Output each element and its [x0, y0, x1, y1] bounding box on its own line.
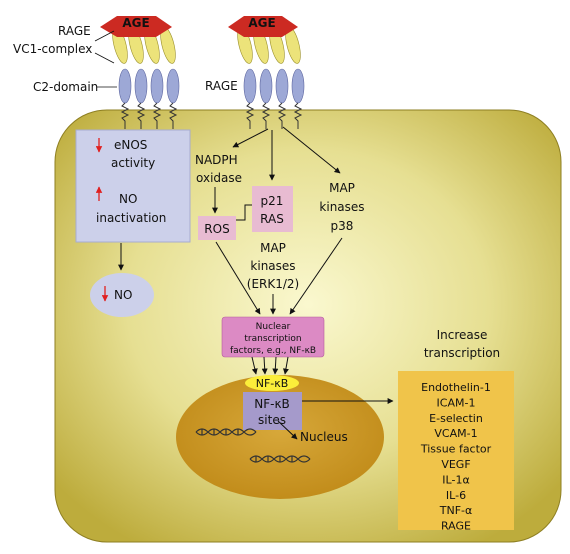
increase-line2: transcription [424, 346, 500, 360]
nfkb-sites-line1: NF-κB [254, 397, 290, 411]
gene-item: RAGE [441, 520, 471, 533]
nfkb-sites-line2: sites [258, 413, 286, 427]
nfkb-label: NF-κB [256, 377, 289, 390]
map-erk-line3: (ERK1/2) [247, 277, 299, 291]
ntf-line2: transcription [244, 334, 301, 344]
enos-line4: inactivation [96, 211, 166, 225]
c2-domain-label: C2-domain [33, 80, 98, 94]
ntf-arrows [251, 356, 289, 375]
c2-domains-right [243, 68, 305, 104]
increase-line1: Increase [437, 328, 488, 342]
nucleus [176, 375, 384, 499]
nuclear-transcription-factors-box: Nuclear transcription factors, e.g., NF-… [221, 316, 325, 358]
enos-line2: activity [111, 156, 155, 170]
age-label-left: AGE [122, 16, 149, 30]
gene-list: Endothelin-1ICAM-1E-selectinVCAM-1Tissue… [420, 381, 492, 533]
nfkb-sites-box: NF-κB sites [243, 392, 302, 430]
c2-domains-left [118, 68, 180, 104]
map-p38-line2: kinases [319, 200, 364, 214]
gene-item: VCAM-1 [434, 427, 477, 440]
gene-item: IL-6 [446, 489, 466, 502]
nadph-line1: NADPH [195, 153, 238, 167]
ntf-line1: Nuclear [256, 322, 291, 332]
map-p38-line3: p38 [331, 219, 354, 233]
gene-item: ICAM-1 [437, 396, 476, 409]
map-erk-line2: kinases [250, 259, 295, 273]
ros-box: ROS [198, 216, 236, 240]
rage-label-left: RAGE [58, 24, 91, 38]
enos-line3: NO [119, 192, 137, 206]
map-erk: MAP kinases (ERK1/2) [247, 241, 299, 291]
enos-line1: eNOS [114, 138, 147, 152]
map-p38: MAP kinases p38 [319, 181, 364, 233]
map-erk-line1: MAP [260, 241, 286, 255]
rage-label-right: RAGE [205, 79, 238, 93]
nfkb-oval [245, 375, 299, 391]
nadph-line2: oxidase [196, 171, 242, 185]
receptor-right: AGE RAGE [205, 16, 305, 129]
age-label-right: AGE [248, 16, 275, 30]
dna-helix-icon [249, 455, 311, 463]
nucleus-label: Nucleus [300, 430, 348, 444]
age-ligand-right [228, 16, 298, 37]
ntf-line3: factors, e.g., NF-κB [230, 346, 316, 356]
vc1-domains-left [112, 26, 176, 64]
gene-item: E-selectin [429, 412, 483, 425]
gene-item: Endothelin-1 [421, 381, 491, 394]
gene-item: Tissue factor [420, 443, 492, 456]
gene-item: IL-1α [442, 473, 469, 486]
p21-line1: p21 [261, 194, 284, 208]
p21-line2: RAS [260, 212, 284, 226]
transmembrane-right [245, 102, 303, 129]
dna-helix-icon [195, 428, 257, 436]
no-label: NO [114, 288, 132, 302]
gene-list-box [398, 371, 514, 530]
gene-item: VEGF [441, 458, 470, 471]
no-oval: NO [90, 273, 154, 317]
p21-ras-box: p21 RAS [252, 186, 293, 232]
ros-label: ROS [204, 222, 229, 236]
enos-box: eNOS activity NO inactivation [75, 129, 191, 243]
vc1-complex-label: VC1-complex [13, 42, 92, 56]
age-ligand-left [100, 16, 172, 37]
gene-item: TNF-α [439, 504, 473, 517]
map-p38-line1: MAP [329, 181, 355, 195]
receptor-left: AGE RAGE VC1-complex C2-domain [13, 16, 180, 129]
transmembrane-left [120, 102, 178, 129]
